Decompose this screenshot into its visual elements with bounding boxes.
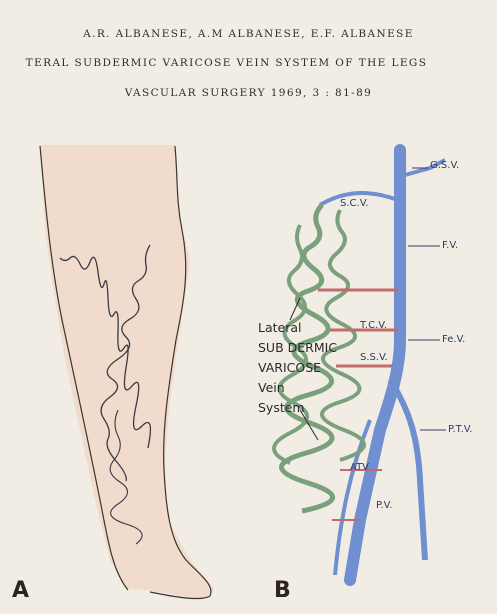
label-vsv: S.C.V.: [340, 198, 368, 209]
note-line-1: Lateral: [258, 318, 337, 338]
panel-label-a: A: [12, 578, 29, 603]
label-fv: F.V.: [442, 240, 458, 251]
leg-drawing-a: [40, 145, 215, 600]
label-gsv: G.S.V.: [430, 160, 459, 171]
panel-label-b: B: [274, 578, 291, 603]
label-ptv: P.T.V.: [448, 424, 472, 435]
note-line-3: VARICOSE: [258, 358, 337, 378]
label-fev: Fe.V.: [442, 334, 465, 345]
label-atv: ATV: [350, 462, 369, 473]
label-ssv: S.S.V.: [360, 352, 388, 363]
label-tcv: T.C.V.: [360, 320, 387, 331]
label-pv: P.V.: [376, 500, 392, 511]
note-line-4: Vein: [258, 378, 337, 398]
annotation-note: Lateral SUB DERMIC VARICOSE Vein System: [258, 318, 337, 418]
leg-skin-shading: [40, 145, 215, 600]
note-line-5: System: [258, 398, 337, 418]
note-line-2: SUB DERMIC: [258, 338, 337, 358]
tibial-branch: [390, 380, 425, 560]
